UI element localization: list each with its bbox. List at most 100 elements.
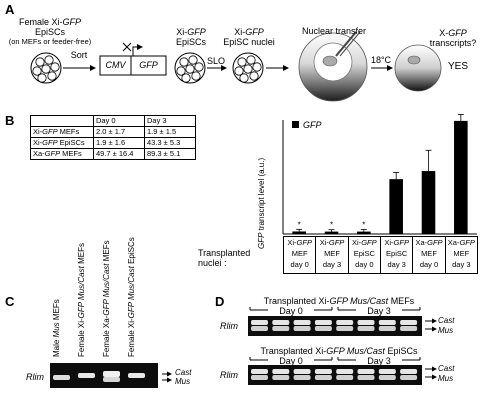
gel-band [400,320,418,325]
cast-band-label-d-top: Cast [438,316,455,325]
significance-mark: * [330,221,333,230]
temperature-label: 18°C [370,55,392,65]
rlim-label-c: Rlim [26,372,44,382]
panel-d-top-day3: Day 3 [367,306,391,316]
xi-gfp-episc-colony-icon [174,52,206,84]
significance-mark: * [362,221,365,230]
table-header-cell: Day 0 [93,115,145,127]
gel-band [400,326,418,331]
cast-band-label-d-bottom: Cast [438,364,455,373]
table-cell: 43.3 ± 5.3 [144,137,196,149]
egg-icon [394,44,442,92]
significance-mark: * [298,220,301,229]
bar [454,120,468,234]
gel-band [272,326,290,331]
table-cell: 2.0 ± 1.7 [93,126,145,138]
gel-d-top [248,316,422,336]
gel-band [378,369,396,374]
gel-band [293,320,311,325]
table-row: Xa-GFP MEFs 49.7 ± 16.4 89.3 ± 5.1 [30,148,196,160]
panel-d-bottom-day0: Day 0 [279,356,303,366]
gel-background [248,316,422,336]
legend-label: GFP [303,120,322,130]
gel-band [378,375,396,380]
table-cell: 89.3 ± 5.1 [144,148,196,160]
table-cell: 49.7 ± 16.4 [93,148,145,160]
gel-band [400,375,418,380]
gel-band [314,320,332,325]
gfp-bar-chart: * * * GFP [282,114,477,235]
gel-band [78,373,95,378]
table-row: Xi-GFP EpiSCs 1.9 ± 1.6 43.3 ± 5.3 [30,137,196,149]
gel-band [293,326,311,331]
rlim-label-d-bottom: Rlim [220,370,238,380]
female-colony-icon [30,52,62,84]
gfp-box-label: GFP [139,60,158,70]
arrows-d-top [425,318,437,332]
panel-a-schematic [30,31,442,102]
panel-d-top-title: Transplanted Xi-GFP Mus/Cast MEFs [263,296,415,306]
slo-label: SLO [206,56,225,66]
gel-band [314,326,332,331]
gel-band [357,320,375,325]
bar [324,231,339,234]
table-header-row: Day 0 Day 3 [30,115,196,127]
table-header-cell [30,115,94,127]
answer-label: YES [447,61,468,72]
panel-c-letter: C [5,294,15,309]
gel-band [293,369,311,374]
gel-band [336,320,354,325]
panel-d-top-brackets [249,307,421,311]
gel-band [357,375,375,380]
panel-d-bottom-brackets [249,357,421,361]
table-header-cell: Day 3 [144,115,196,127]
table-cell: 1.9 ± 1.5 [144,126,196,138]
mus-band-label-d-bottom: Mus [438,374,454,383]
legend-swatch [292,121,299,128]
gel-band [314,369,332,374]
bar [292,231,306,234]
gel-band [314,375,332,380]
table-row-label: Xi-GFP EpiSCs [30,137,94,149]
cast-band-label-c: Cast [175,368,192,377]
gel-band [357,326,375,331]
gel-band [272,320,290,325]
gel-band [336,369,354,374]
xi-gfp-episc-nuclei-icon [232,52,264,84]
gel-band [378,320,396,325]
table-row: Xi-GFP MEFs 2.0 ± 1.7 1.9 ± 1.5 [30,126,196,138]
gel-band [103,371,120,377]
gel-band [293,375,311,380]
lane-label: Female Xi-GFP Mus/Cast EpiSCs [127,237,136,357]
gel-band [357,369,375,374]
rlim-label-d-top: Rlim [220,321,238,331]
gel-background [248,365,422,385]
lane-label: Male Mus MEFs [52,299,61,357]
panel-d-bottom-title: Transplanted Xi-GFP Mus/Cast EpiSCs [260,346,418,356]
table-cell: 1.9 ± 1.6 [93,137,145,149]
egg-with-needle-icon [298,31,368,102]
gel-band [103,377,120,382]
table-row-label: Xa-GFP MEFs [30,148,94,160]
panel-a-letter: A [5,2,15,17]
gel-band [251,375,268,380]
gel-band [336,375,354,380]
table-row-label: Xi-GFP MEFs [30,126,94,138]
arrows-d-bottom [425,366,437,380]
gel-band [378,326,396,331]
gel-c [50,363,172,388]
bar [389,179,403,234]
female-cells-label: Female Xi-GFP EpiSCs (on MEFs or feeder-… [8,17,92,46]
gel-band [53,375,70,380]
panel-d-top-day0: Day 0 [279,306,303,316]
gel-band [251,320,268,325]
gel-band [336,326,354,331]
gel-d-bottom [248,365,422,385]
